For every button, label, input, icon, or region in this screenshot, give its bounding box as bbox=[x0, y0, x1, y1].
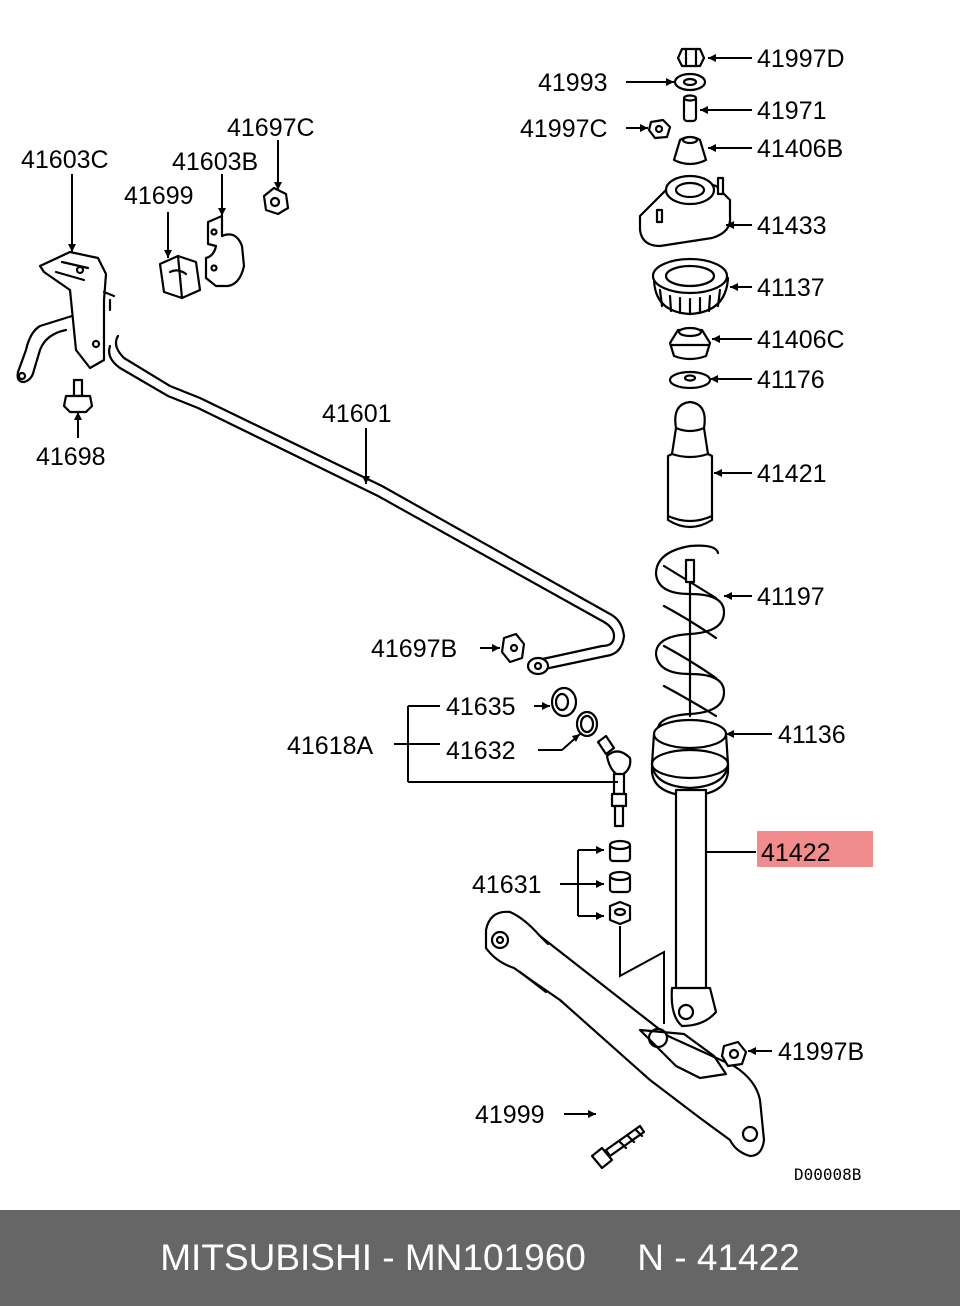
parts-diagram: 41997D 41993 41971 41997C 41406B 41433 4… bbox=[16, 45, 873, 1184]
label-41601: 41601 bbox=[322, 400, 392, 428]
part-labels: 41997D 41993 41971 41997C 41406B 41433 4… bbox=[21, 45, 864, 1184]
washer-41176 bbox=[668, 370, 712, 390]
collar-41971 bbox=[682, 94, 698, 123]
lower-arm-drawing bbox=[484, 910, 766, 1170]
strut-assembly-drawing bbox=[638, 47, 732, 1028]
bolt-41997B bbox=[720, 1040, 748, 1068]
label-41603C: 41603C bbox=[21, 146, 109, 174]
label-41421: 41421 bbox=[757, 460, 827, 488]
bushing-41697B bbox=[500, 632, 526, 664]
nut-41997C bbox=[647, 118, 672, 140]
label-41406B: 41406B bbox=[757, 135, 843, 163]
label-41697B: 41697B bbox=[371, 635, 457, 663]
label-41997B: 41997B bbox=[778, 1038, 864, 1066]
shock-absorber-41422 bbox=[670, 788, 718, 1028]
bolt-41698 bbox=[62, 378, 94, 414]
bushing-41635 bbox=[550, 686, 578, 718]
rubber-bushing-41699 bbox=[158, 254, 202, 300]
label-41422: 41422 bbox=[761, 839, 831, 867]
label-41993: 41993 bbox=[538, 69, 608, 97]
label-41618A: 41618A bbox=[287, 732, 374, 760]
top-nut-41997D bbox=[676, 47, 706, 68]
leader-lines bbox=[68, 54, 772, 1118]
label-41635: 41635 bbox=[446, 693, 516, 721]
label-41603B: 41603B bbox=[172, 148, 258, 176]
bushings-41631 bbox=[608, 839, 632, 926]
footer-text: MITSUBISHI - MN101960 N - 41422 bbox=[160, 1237, 800, 1278]
label-41406C: 41406C bbox=[757, 326, 845, 354]
label-41136: 41136 bbox=[778, 721, 846, 749]
label-41997D: 41997D bbox=[757, 45, 845, 73]
label-41632: 41632 bbox=[446, 737, 516, 765]
stabilizer-link-drawing bbox=[550, 686, 632, 926]
label-41997C: 41997C bbox=[520, 115, 608, 143]
label-41971: 41971 bbox=[757, 97, 827, 125]
label-41699: 41699 bbox=[124, 182, 194, 210]
bushing-41406C bbox=[668, 326, 712, 361]
label-41137: 41137 bbox=[757, 274, 825, 302]
link-stud bbox=[596, 734, 632, 828]
dust-boot-41421 bbox=[666, 400, 714, 529]
label-41698: 41698 bbox=[36, 443, 106, 471]
drawing-code: D00008B bbox=[794, 1165, 861, 1184]
stabilizer-bar-drawing bbox=[16, 186, 626, 676]
label-41631: 41631 bbox=[472, 871, 542, 899]
label-41433: 41433 bbox=[757, 212, 827, 240]
coil-spring-41197 bbox=[654, 544, 726, 730]
bracket-41603C bbox=[16, 250, 116, 384]
bushing-41406B bbox=[672, 135, 708, 166]
footer-bar: MITSUBISHI - MN101960 N - 41422 bbox=[0, 1210, 960, 1306]
bearing-41137 bbox=[651, 257, 730, 316]
label-41697C: 41697C bbox=[227, 114, 315, 142]
ring-41632 bbox=[575, 710, 599, 738]
clamp-41603B bbox=[204, 214, 246, 288]
label-41197: 41197 bbox=[757, 583, 825, 611]
washer-41993 bbox=[673, 72, 707, 92]
nut-41697C bbox=[262, 186, 290, 216]
label-41999: 41999 bbox=[475, 1101, 545, 1129]
bolt-41999 bbox=[590, 1124, 646, 1170]
spring-seat-41136 bbox=[650, 718, 730, 798]
highlight-box bbox=[757, 831, 873, 867]
label-41176: 41176 bbox=[757, 366, 825, 394]
strut-mount-41433 bbox=[638, 174, 732, 248]
